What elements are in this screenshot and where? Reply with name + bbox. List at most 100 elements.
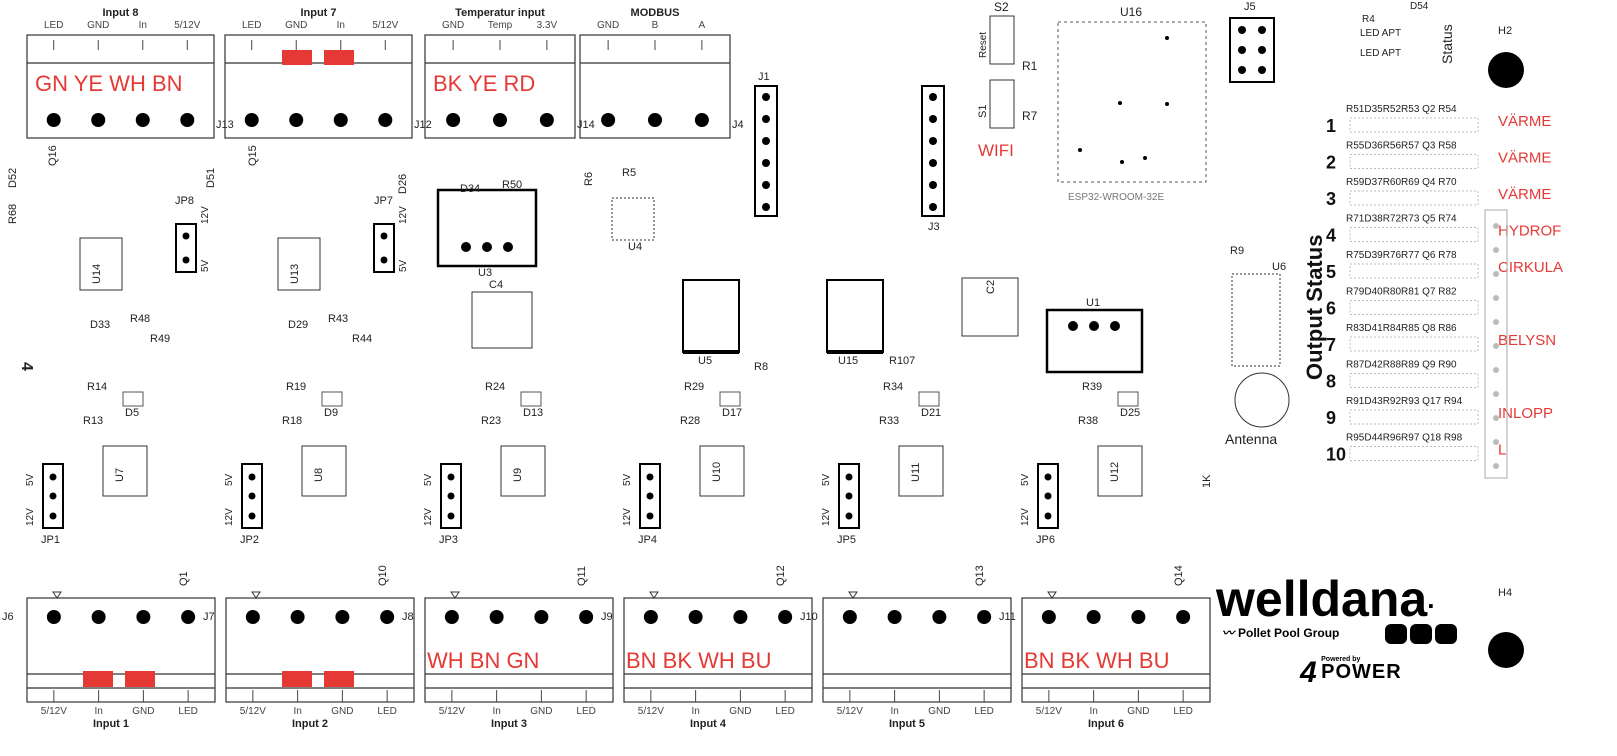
output-row-label: VÄRME (1498, 186, 1551, 203)
r43-label: R43 (328, 313, 348, 325)
r4-label: R4 (1362, 14, 1375, 25)
pin-label: In (94, 706, 102, 717)
pin-label: B (652, 20, 659, 31)
pin-label: 5/12V (439, 706, 465, 717)
led-footprint (321, 391, 343, 407)
output-row-label: VÄRME (1498, 150, 1551, 167)
pin-label: In (337, 20, 345, 31)
jumper-12v-label: 12V (821, 508, 832, 526)
u16-esp-module (1057, 21, 1207, 183)
transistor-label: Q13 (974, 565, 986, 586)
j5-label: J5 (1244, 1, 1256, 13)
jumper-5v-label: 5V (423, 473, 434, 486)
welldana-wordmark: welldana (1216, 571, 1428, 627)
u1-regulator (1045, 308, 1144, 374)
connector-body (424, 597, 614, 703)
pin-hole (244, 113, 259, 127)
j3-header (921, 85, 945, 217)
jp7-12v-label: 12V (398, 206, 409, 224)
pin-label: 5/12V (1036, 706, 1062, 717)
output-row-footprints (1349, 300, 1479, 315)
pin-hole (380, 610, 395, 624)
d29-label: D29 (288, 319, 308, 331)
pin-hole (135, 113, 150, 127)
wire-color-label: BK YE RD (433, 71, 535, 96)
s2-label: S2 (994, 0, 1009, 14)
output-row-refs: R75D39R76R77 Q6 R78 (1346, 250, 1457, 261)
led-label: D9 (324, 407, 338, 419)
pin-label: 5/12V (638, 706, 664, 717)
r44-label: R44 (352, 333, 372, 345)
output-row-refs: R95D44R96R97 Q18 R98 (1346, 433, 1463, 444)
jumper-12v-label: 12V (1020, 508, 1031, 526)
jumper-pin (646, 492, 654, 500)
pin-label: 5/12V (372, 20, 398, 31)
q16-label: Q16 (47, 145, 59, 166)
r9-label: R9 (1230, 245, 1244, 257)
led-label: D21 (921, 407, 941, 419)
led-footprint (520, 391, 542, 407)
output-row-refs: R71D38R72R73 Q5 R74 (1346, 214, 1457, 225)
pin-label: GND (331, 706, 353, 717)
jumper-body (440, 463, 462, 529)
d26-label: D26 (397, 174, 409, 194)
d51-label: D51 (205, 168, 217, 188)
pin-hole (335, 610, 350, 624)
s1-label: S1 (977, 105, 989, 118)
jumper-pin (845, 512, 853, 520)
jumper-pin (49, 512, 57, 520)
pin-label: LED (44, 20, 63, 31)
pin-hole (245, 610, 260, 624)
j1-header (754, 85, 778, 217)
r68-label: R68 (7, 204, 19, 224)
pin-label: GND (132, 706, 154, 717)
j3-label: J3 (928, 221, 940, 233)
jp7-5v-label: 5V (398, 259, 409, 272)
output-status-title: Output Status (1302, 235, 1327, 380)
connector-designator: J9 (601, 611, 613, 623)
jumper-pin (49, 492, 57, 500)
optocoupler-label: U11 (910, 463, 922, 482)
connector-title: Input 5 (889, 718, 925, 730)
u5-inductor (682, 279, 740, 354)
output-row-refs: R91D43R92R93 Q17 R94 (1346, 396, 1463, 407)
transistor-label: Q11 (576, 566, 588, 586)
j5-header (1229, 17, 1275, 83)
u15-label: U15 (838, 355, 858, 367)
connector-body (26, 597, 216, 703)
pin-hole (534, 610, 549, 624)
resistor-label-2: R18 (282, 415, 302, 427)
connector-title: Input 4 (690, 718, 727, 730)
four-marker: 4 (18, 362, 35, 371)
q15-label: Q15 (247, 145, 259, 166)
jumper-label: JP2 (240, 534, 259, 546)
jumper-pin (1044, 473, 1052, 481)
d33-label: D33 (90, 319, 110, 331)
output-row-number: 7 (1326, 335, 1336, 355)
resistor-label: R24 (485, 381, 505, 393)
pin-hole (46, 113, 61, 127)
jumper-5v-label: 5V (224, 473, 235, 486)
output-row-refs: R87D42R88R89 Q9 R90 (1346, 360, 1457, 371)
u3-regulator (436, 188, 538, 268)
wire-color-label: BN BK WH BU (1024, 648, 1169, 673)
jumper-12v-label: 12V (423, 508, 434, 526)
u6-label: U6 (1272, 261, 1286, 273)
jumper-body (241, 463, 263, 529)
optocoupler-body (500, 445, 546, 497)
u4-component (611, 197, 655, 241)
output-row-label: CIRKULA (1498, 259, 1563, 276)
jumper-label: JP6 (1036, 534, 1055, 546)
powered-by-block: 4 Powered by POWER (1300, 656, 1402, 690)
optocoupler-label: U9 (512, 468, 524, 482)
output-row-number: 1 (1326, 116, 1336, 136)
antenna-label: Antenna (1225, 431, 1277, 447)
optocoupler-label: U7 (114, 468, 126, 482)
